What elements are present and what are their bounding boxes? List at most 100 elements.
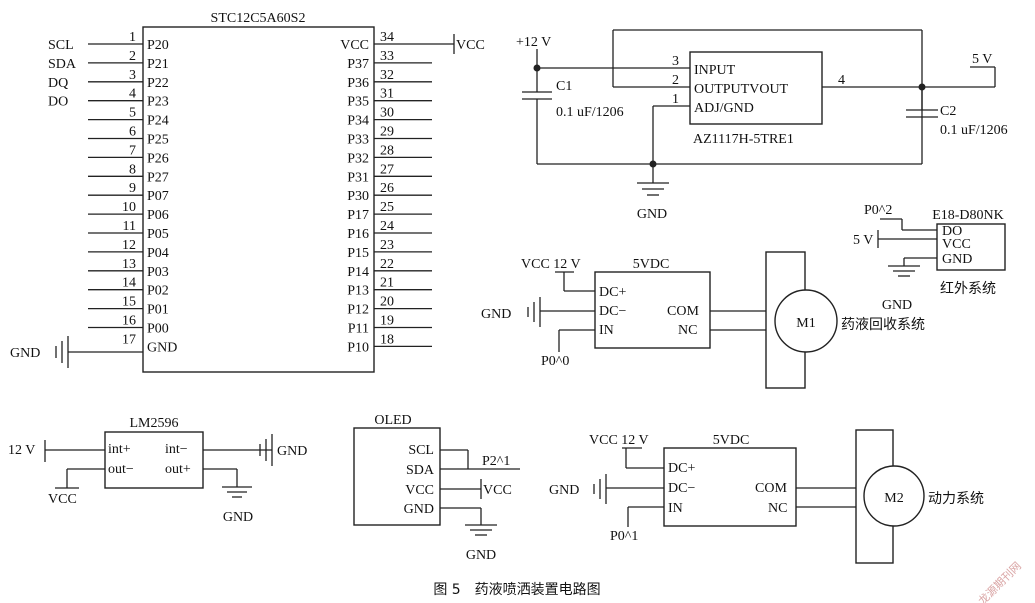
oled-pin-sda: SDA (406, 463, 435, 478)
mcu-pin-name: P32 (347, 151, 369, 166)
buck-body (104, 431, 204, 489)
mcu-pin-name: VCC (340, 38, 369, 53)
reg-part: AZ1117H-5TRE1 (693, 132, 794, 147)
mcu-pin-name: P24 (147, 114, 169, 129)
mcu-pin-number: 7 (129, 143, 136, 158)
mcu-gnd-symbol: GND (10, 336, 143, 368)
c2-value: 0.1 uF/1206 (940, 123, 1008, 138)
mcu-pin-name: P36 (347, 76, 369, 91)
mcu-pin-number: 9 (129, 181, 136, 196)
mcu-right-pins: 34VCC33P3732P3631P3530P3429P3328P3227P31… (340, 30, 432, 355)
ir-gnd-label: GND (882, 298, 912, 313)
oled-pin-gnd: GND (404, 502, 434, 517)
ir-sensor-block: E18-D80NK DO VCC GND P0^2 5 V GND 红外系统 (853, 203, 1006, 313)
oled-title: OLED (374, 413, 411, 428)
oled-gnd-label: GND (466, 548, 496, 563)
mcu-body (142, 26, 375, 373)
buck-pin-outm: out− (108, 462, 134, 477)
mcu-pin-number: 5 (129, 106, 136, 121)
reg-pin3: 3 (672, 54, 679, 69)
mcu-pin-number: 12 (122, 238, 136, 253)
ir-caption: 红外系统 (940, 281, 996, 297)
mcu-pin-name: P17 (347, 208, 369, 223)
mcu-pin-number: 1 (129, 30, 136, 45)
relay2-pin-dcm: DC− (668, 481, 695, 496)
mcu-pin-name: P34 (347, 114, 369, 129)
buck-pin-intp: int+ (108, 442, 131, 457)
relay1-caption: 药液回收系统 (841, 317, 925, 333)
mcu-pin-name: P31 (347, 170, 369, 185)
reg-pin-output: OUTPUTVOUT (694, 82, 789, 97)
mcu-pin-name: P12 (347, 303, 369, 318)
relay2-body (663, 447, 797, 527)
ir-pin-vcc: VCC (942, 237, 971, 252)
relay2-pin-nc: NC (768, 501, 787, 516)
mcu-pin-name: P05 (147, 227, 169, 242)
mcu-vcc-label: VCC (456, 38, 485, 53)
relay1-vcc-label: VCC 12 V (521, 257, 581, 272)
mcu-pin-number: 30 (380, 106, 394, 121)
mcu-vcc-symbol: VCC (374, 34, 485, 54)
mcu-pin-number: 34 (380, 30, 394, 45)
figure-caption: 图 5 药液喷洒装置电路图 (433, 582, 600, 598)
oled-net-vcc: VCC (483, 483, 512, 498)
mcu-net-label: DO (48, 95, 68, 110)
reg-pin-input: INPUT (694, 63, 736, 78)
mcu-pin-number: 29 (380, 125, 394, 140)
mcu-pin-number: 6 (129, 125, 136, 140)
mcu-pin-number: 2 (129, 49, 136, 64)
mcu-pin-name: P15 (347, 246, 369, 261)
mcu-pin-name: P07 (147, 189, 169, 204)
mcu-pin-name: GND (147, 340, 177, 355)
mcu-pin-name: P11 (348, 322, 369, 337)
mcu-pin-number: 10 (122, 200, 136, 215)
mcu-pin-name: P06 (147, 208, 169, 223)
buck-gnd1-label: GND (277, 444, 307, 459)
mcu-pin-name: P16 (347, 227, 369, 242)
relay1-pin-dcm: DC− (599, 304, 626, 319)
mcu-pin-name: P26 (147, 151, 169, 166)
mcu-pin-name: P25 (147, 133, 169, 148)
reg-pin-adj: ADJ/GND (694, 101, 754, 116)
reg-pin1: 1 (672, 92, 679, 107)
mcu-pin-number: 19 (380, 314, 394, 329)
relay1-pin-com: COM (667, 304, 699, 319)
mcu-pin-number: 22 (380, 257, 394, 272)
relay2-pin-com: COM (755, 481, 787, 496)
mcu-pin-number: 18 (380, 332, 394, 347)
mcu-pin-number: 17 (122, 332, 136, 347)
relay1-gnd-label: GND (481, 307, 511, 322)
mcu-pin-number: 14 (122, 276, 136, 291)
mcu-pin-number: 33 (380, 49, 394, 64)
motor1-label: M1 (796, 316, 815, 331)
relay2-pin-dcp: DC+ (668, 461, 695, 476)
mcu-pin-name: P37 (347, 57, 369, 72)
mcu-pin-name: P22 (147, 76, 169, 91)
relay2-pin-in: IN (668, 501, 683, 516)
buck-in-label: 12 V (8, 443, 35, 458)
mcu-pin-name: P01 (147, 303, 169, 318)
mcu-pin-name: P20 (147, 38, 169, 53)
mcu-block: STC12C5A60S2 1P20SCL2P21SDA3P22DQ4P23DO5… (10, 11, 485, 373)
oled-pin-scl: SCL (408, 443, 434, 458)
motor1 (774, 289, 838, 353)
relay1-body (594, 271, 711, 349)
relay2-block: 5VDC DC+ DC− IN COM NC VCC 12 V GND P0^1… (549, 429, 984, 564)
ir-net-do: P0^2 (864, 203, 892, 218)
relay2-caption: 动力系统 (928, 491, 984, 507)
relay2-title: 5VDC (713, 433, 750, 448)
buck-title: LM2596 (130, 416, 179, 431)
oled-net-p2: P2^1 (482, 454, 510, 469)
mcu-pin-number: 24 (380, 219, 394, 234)
mcu-pin-number: 32 (380, 68, 394, 83)
mcu-pin-name: P21 (147, 57, 169, 72)
buck-block: LM2596 int+ out− int− out+ 12 V VCC GND … (8, 416, 307, 525)
mcu-pin-name: P14 (347, 265, 369, 280)
mcu-net-label: DQ (48, 76, 68, 91)
reg-gnd-label: GND (637, 207, 667, 222)
relay1-pin-dcp: DC+ (599, 285, 626, 300)
relay1-pin-nc: NC (678, 323, 697, 338)
mcu-pin-number: 31 (380, 87, 394, 102)
mcu-pin-number: 8 (129, 162, 136, 177)
